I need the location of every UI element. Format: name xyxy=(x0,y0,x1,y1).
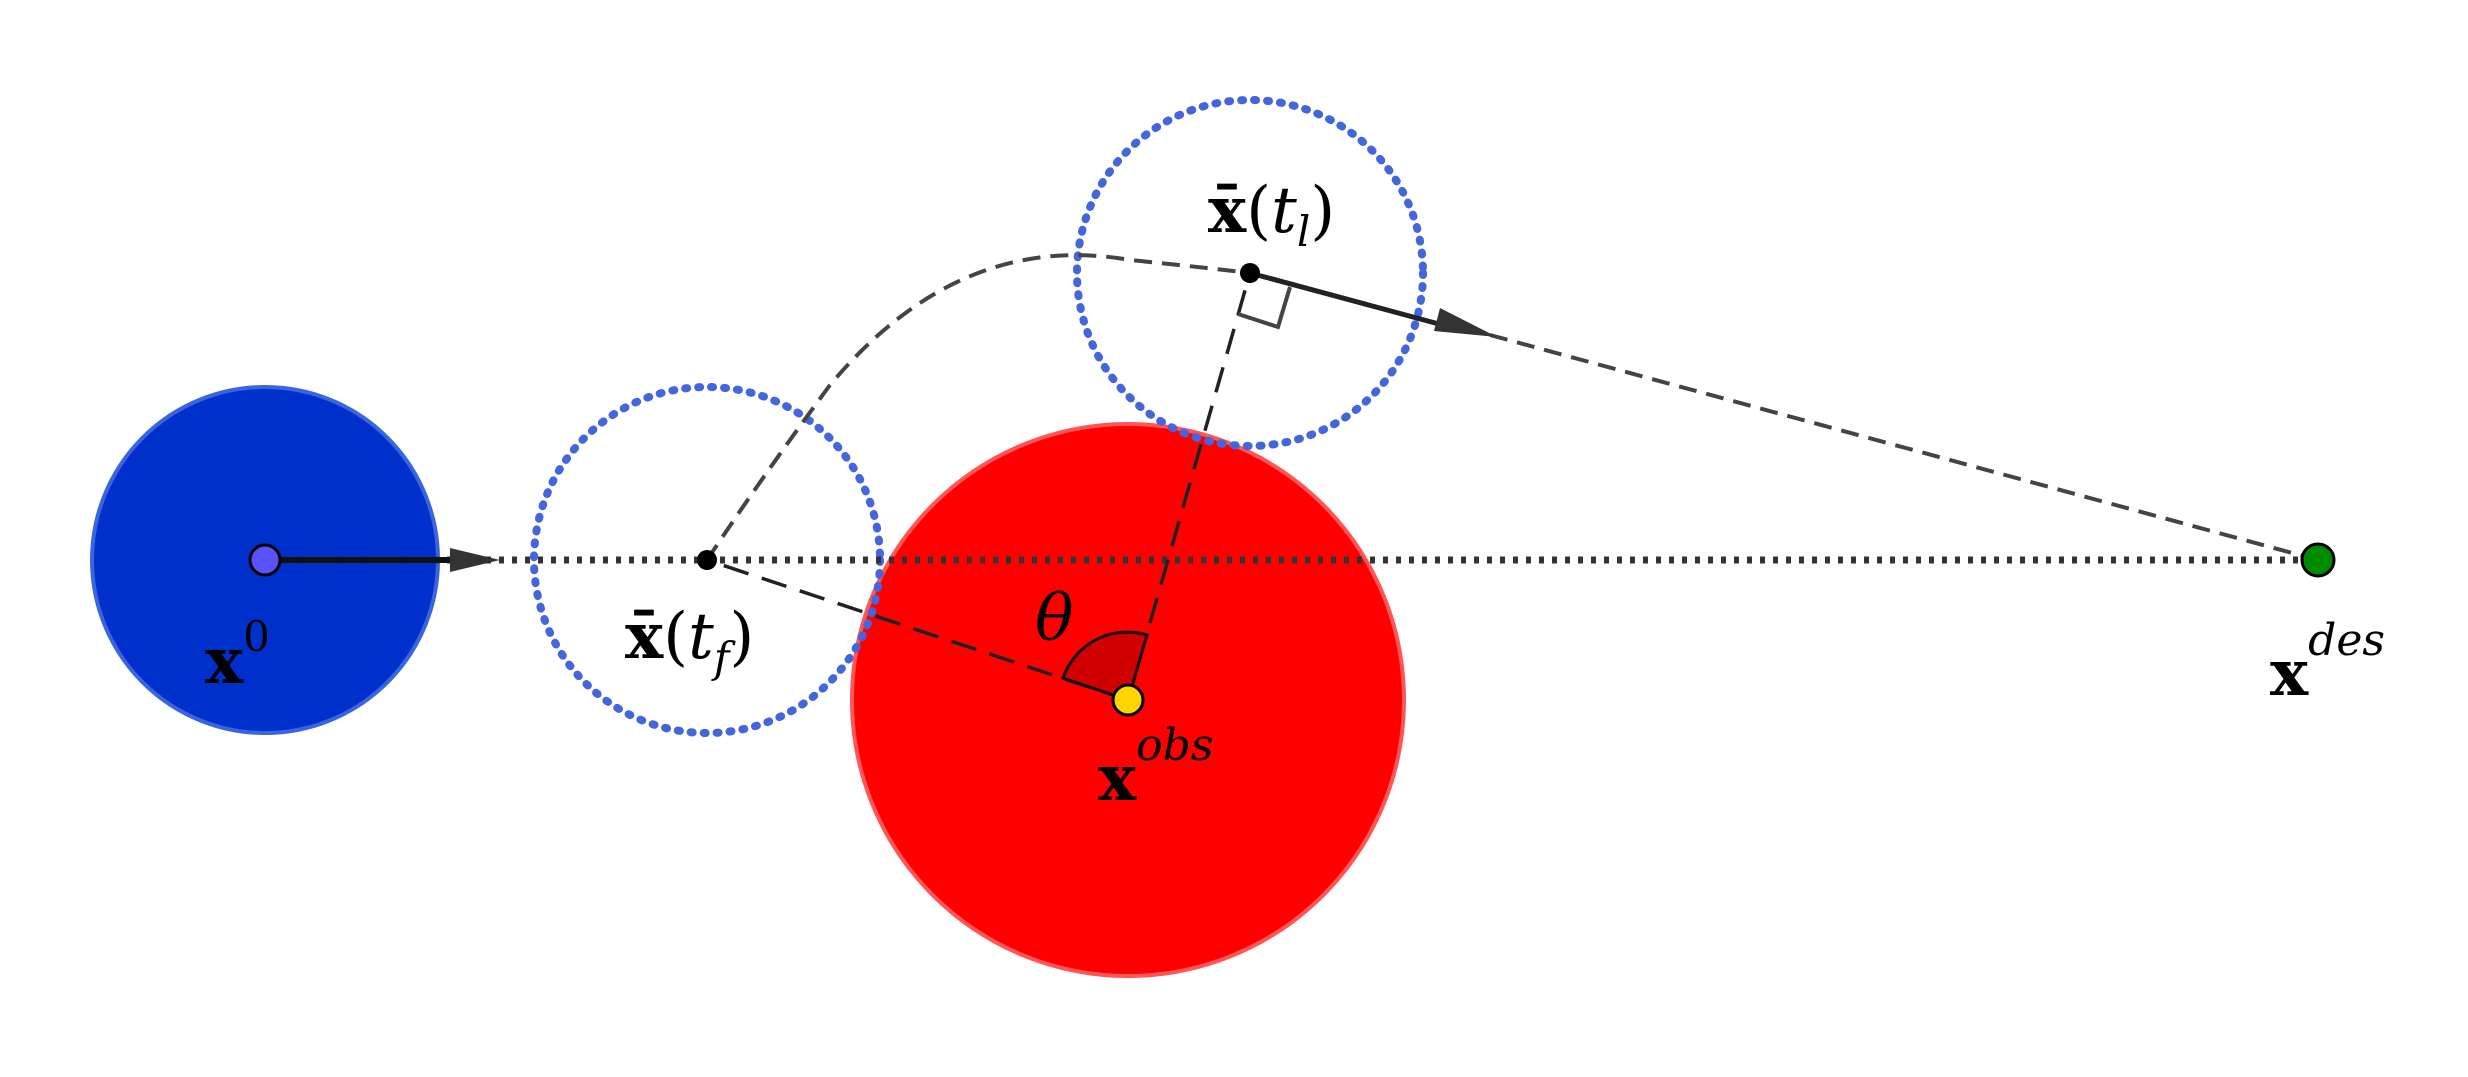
obstacle-to-tf-line xyxy=(706,558,1129,702)
goal-point xyxy=(2300,542,2336,578)
tangent-velocity-arrowhead xyxy=(1434,308,1497,337)
label-x-des: xdes xyxy=(2270,615,2385,711)
label-x-tl-t: t xyxy=(1271,174,1297,248)
predicted-ring-tl xyxy=(1073,96,1427,450)
label-x-tf: x̄(tf) xyxy=(625,599,754,682)
label-x-obs-base: x xyxy=(1098,741,1137,816)
initial-velocity-arrowhead xyxy=(450,548,500,572)
label-x-des-base: x xyxy=(2270,636,2309,711)
label-x-tl-base: x̄ xyxy=(1208,173,1247,248)
label-x-tf-t: t xyxy=(688,600,714,674)
label-x-tl-close: ) xyxy=(1310,174,1335,248)
label-x0-base: x xyxy=(205,624,244,699)
right-angle-marker xyxy=(1237,286,1292,330)
label-x-obs-sup: obs xyxy=(1136,720,1213,771)
label-x-tl-open: ( xyxy=(1246,174,1271,248)
theta-angle-wedge xyxy=(1061,630,1149,702)
label-x-des-sup: des xyxy=(2308,615,2385,666)
label-theta: θ xyxy=(1035,582,1074,656)
label-x0-sup: 0 xyxy=(243,612,270,661)
label-x-tl: x̄(tl) xyxy=(1208,173,1335,256)
label-x-tf-close: ) xyxy=(729,600,754,674)
tangent-velocity-arrow xyxy=(1249,270,1451,330)
obstacle-to-tl-line xyxy=(1126,272,1252,701)
label-x0: x0 xyxy=(205,612,270,699)
trajectory-to-goal xyxy=(1489,333,2319,562)
tf-point xyxy=(697,550,717,570)
avoidance-trajectory xyxy=(705,253,1251,562)
agent-center-point xyxy=(248,543,282,577)
label-x-tl-sub: l xyxy=(1297,207,1310,256)
label-x-obs: xobs xyxy=(1098,720,1213,816)
label-x-tf-open: ( xyxy=(663,600,688,674)
tl-point xyxy=(1240,263,1260,283)
obstacle-center-point xyxy=(1111,683,1145,717)
label-x-tf-base: x̄ xyxy=(625,599,664,674)
